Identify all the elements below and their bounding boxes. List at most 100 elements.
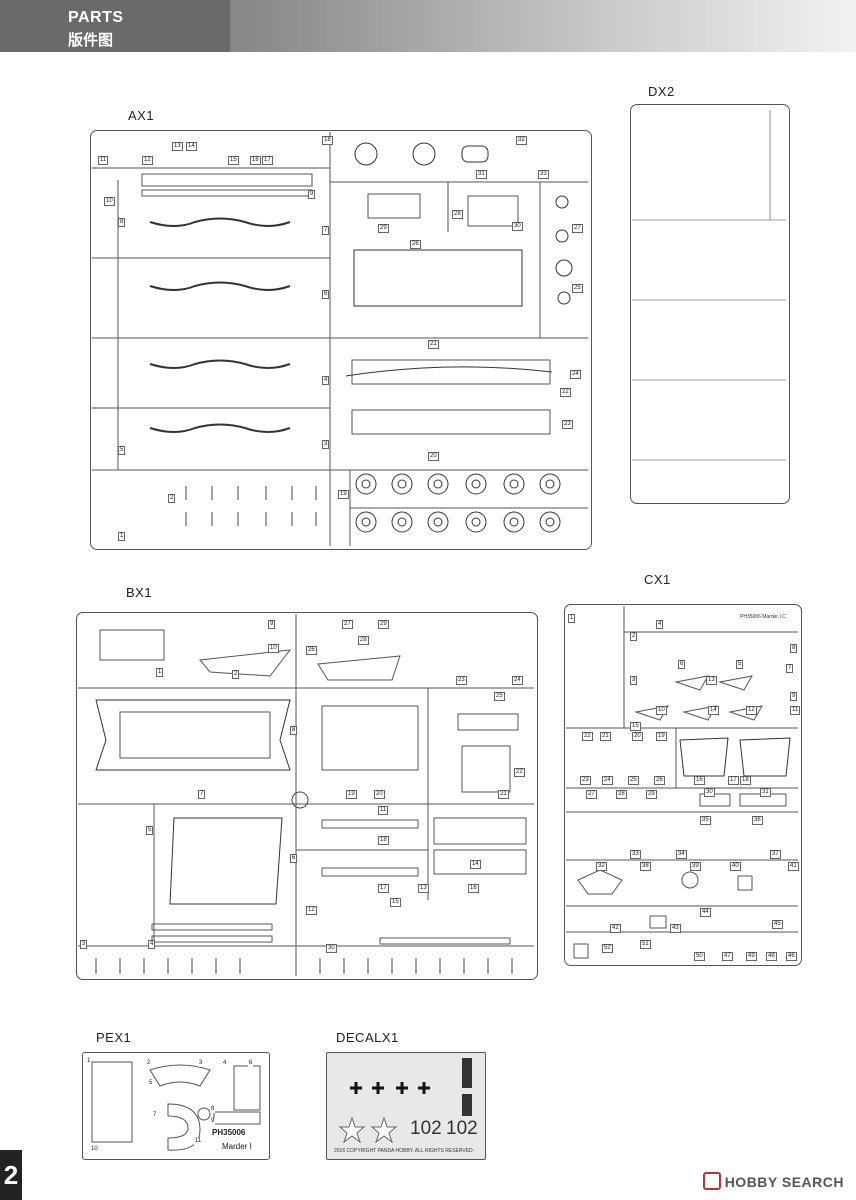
bx1-part-30: 30 [326,944,337,953]
cx1-part-52: 52 [602,944,613,953]
cx1-part-38: 38 [640,862,651,871]
sprue-label-ax1: AX1 [128,108,155,123]
cx1-part-35: 35 [700,816,711,825]
ax1-part-29: 29 [378,224,389,233]
cx1-part-37: 37 [770,850,781,859]
pex1-part-9: 9 [210,1118,216,1125]
cx1-part-27: 27 [586,790,597,799]
bx1-part-7: 7 [198,790,206,799]
pex1-part-2: 2 [146,1060,152,1067]
bx1-part-23: 23 [456,676,467,685]
ax1-part-26: 26 [410,240,421,249]
bx1-part-26: 26 [306,646,317,655]
ax1-part-14: 14 [186,142,197,151]
ax1-part-21: 21 [428,340,439,349]
decal-sheet-frame [326,1052,486,1160]
bx1-part-12: 12 [306,906,317,915]
cx1-part-40: 40 [730,862,741,871]
watermark-text: HOBBY SEARCH [724,1174,844,1190]
ax1-part-16: 16 [250,156,261,165]
cx1-part-41: 41 [788,862,799,871]
cx1-part-23: 23 [580,776,591,785]
ax1-part-4: 4 [322,376,330,385]
cx1-part-17: 17 [728,776,739,785]
ax1-part-33: 33 [538,170,549,179]
cx1-part-9: 9 [790,692,798,701]
cx1-part-50: 50 [694,952,705,961]
cx1-part-6: 6 [678,660,686,669]
ax1-part-24: 24 [570,370,581,379]
bx1-part-17: 17 [378,884,389,893]
cx1-part-32: 32 [596,862,607,871]
pex1-name: Marder I [222,1142,252,1151]
cx1-part-25: 25 [628,776,639,785]
ax1-part-5: 5 [118,446,126,455]
hobby-search-logo-icon [702,1172,721,1190]
bx1-part-3: 3 [80,940,88,949]
cx1-part-28: 28 [616,790,627,799]
ax1-part-19: 19 [338,490,349,499]
sprue-dx2-frame [630,104,790,504]
cx1-part-19: 19 [656,732,667,741]
bx1-part-14: 14 [470,860,481,869]
bx1-part-29: 29 [378,620,389,629]
ax1-part-11: 11 [98,156,109,165]
ax1-part-25: 25 [572,284,583,293]
bx1-part-20: 20 [374,790,385,799]
cx1-part-10: 10 [656,706,667,715]
bx1-part-21: 21 [498,790,509,799]
cx1-part-2: 2 [630,632,638,641]
ax1-part-31: 31 [476,170,487,179]
bx1-part-8: 8 [290,726,298,735]
bx1-part-6: 6 [290,854,298,863]
cx1-part-43: 43 [670,924,681,933]
ax1-part-30: 30 [512,222,523,231]
pex1-part-1: 1 [86,1058,92,1065]
cx1-part-42: 42 [610,924,621,933]
pex1-part-3: 3 [198,1060,204,1067]
cx1-part-11: 11 [790,706,801,715]
cx1-part-18: 18 [740,776,751,785]
bx1-part-4: 4 [148,940,156,949]
decal-marking-2: 102 [446,1118,478,1139]
bx1-part-9: 9 [268,620,276,629]
cx1-part-12: 12 [746,706,757,715]
ax1-part-18: 18 [322,136,333,145]
pex1-part-5: 5 [148,1080,154,1087]
cx1-part-15: 15 [630,722,641,731]
ax1-part-8: 8 [118,218,126,227]
header-title-cn: 版件图 [68,32,114,49]
pex1-part-11: 11 [194,1138,203,1145]
cx1-part-13: 13 [706,676,717,685]
page-number-badge: 2 [0,1150,22,1200]
cx1-part-24: 24 [602,776,613,785]
cx1-part-51: 51 [640,940,651,949]
bx1-part-5: 5 [146,826,154,835]
cx1-sprue-code: PH35006 Marder I C [740,614,786,620]
cx1-part-3: 3 [630,676,638,685]
cx1-part-31: 31 [760,788,771,797]
cx1-part-48: 48 [766,952,777,961]
ax1-part-9: 9 [308,190,316,199]
ax1-part-12: 12 [142,156,153,165]
ax1-part-23: 23 [562,420,573,429]
bx1-part-28: 28 [358,636,369,645]
cx1-part-22: 22 [582,732,593,741]
sprue-label-pex1: PEX1 [96,1030,132,1045]
bx1-part-27: 27 [342,620,353,629]
pex1-part-4: 4 [222,1060,228,1067]
watermark: HOBBY SEARCH [702,1172,844,1190]
bx1-part-18: 18 [378,836,389,845]
ax1-part-20: 20 [428,452,439,461]
ax1-part-15: 15 [228,156,239,165]
cx1-part-7: 7 [786,664,794,673]
cx1-part-14: 14 [708,706,719,715]
bx1-part-24: 24 [512,676,523,685]
sprue-label-dx2: DX2 [648,84,675,99]
sprue-label-decalx1: DECALX1 [336,1030,399,1045]
cx1-part-1: 1 [568,614,576,623]
cx1-part-45: 45 [772,920,783,929]
decal-marking-1: 102 [410,1118,442,1139]
ax1-part-32: 32 [516,136,527,145]
